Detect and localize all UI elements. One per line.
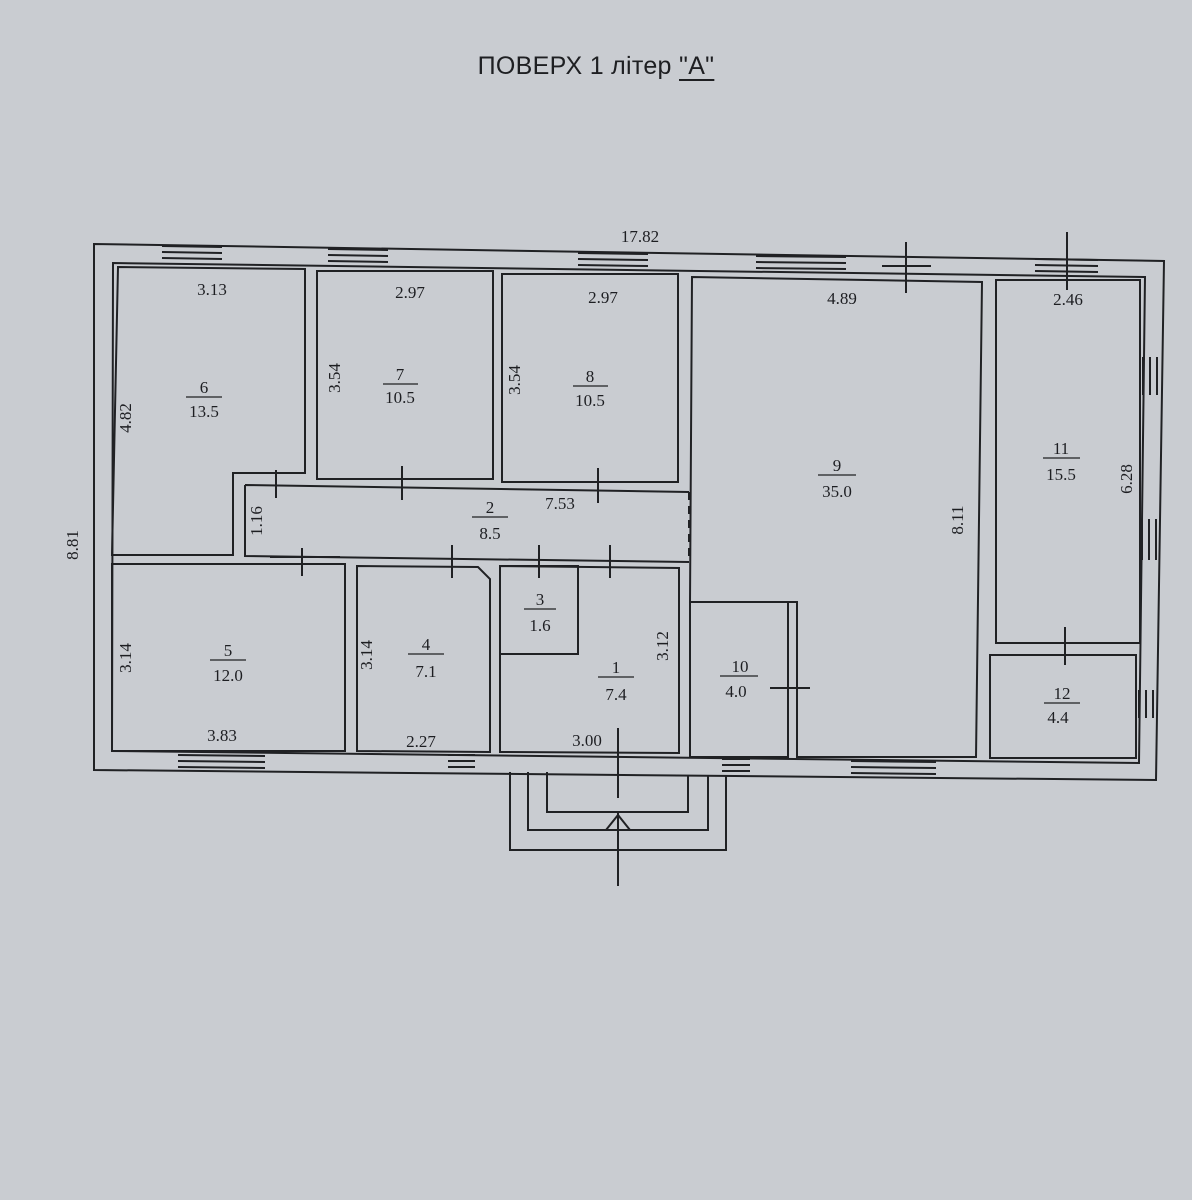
room-10-area: 4.0 [725, 682, 746, 701]
room-5-number: 5 [224, 641, 233, 660]
dim-r11-w: 2.46 [1053, 290, 1083, 309]
dim-r2-h: 1.16 [247, 506, 266, 536]
room-2-number: 2 [486, 498, 495, 517]
dim-r4-h: 3.14 [357, 640, 376, 670]
room-9-number: 9 [833, 456, 842, 475]
room-12-number: 12 [1054, 684, 1071, 703]
room-4-wall [356, 564, 491, 754]
room-5-area: 12.0 [213, 666, 243, 685]
dim-r5-w: 3.83 [207, 726, 237, 745]
room-3-area: 1.6 [529, 616, 550, 635]
dim-r5-h: 3.14 [116, 643, 135, 673]
room-8-wall [501, 273, 679, 483]
overall-width-label: 17.82 [621, 227, 659, 246]
room-11-area: 15.5 [1046, 465, 1076, 484]
room-6-wall [110, 265, 306, 556]
plan-title: ПОВЕРХ 1 літер "А" [0, 52, 1192, 81]
title-letter: "А" [679, 52, 715, 80]
room-7-number: 7 [396, 365, 405, 384]
dim-r2-w: 7.53 [545, 494, 575, 513]
room-12-area: 4.4 [1047, 708, 1069, 727]
dim-r1-w: 3.00 [572, 731, 602, 750]
room-9-area: 35.0 [822, 482, 852, 501]
dim-r4-w: 2.27 [406, 732, 436, 751]
dim-r9-w: 4.89 [827, 289, 857, 308]
entrance-porch [509, 728, 727, 886]
room-5-wall [111, 563, 346, 752]
room-1-wall [499, 564, 680, 755]
overall-depth-label: 8.81 [63, 530, 82, 560]
windows [161, 245, 1158, 775]
door-ticks [236, 232, 1068, 689]
dim-r8-h: 3.54 [505, 365, 524, 395]
room-labels: 6 13.5 7 10.5 8 10.5 9 35.0 11 15.5 2 8.… [186, 365, 1080, 727]
title-prefix: ПОВЕРХ 1 літер [477, 52, 680, 80]
dim-r7-h: 3.54 [325, 363, 344, 393]
dim-r11-h: 6.28 [1117, 464, 1136, 494]
room-3-number: 3 [536, 590, 545, 609]
room-7-area: 10.5 [385, 388, 415, 407]
room-1-number: 1 [612, 658, 621, 677]
room-6-area: 13.5 [189, 402, 219, 421]
room-4-area: 7.1 [415, 662, 436, 681]
room-10-number: 10 [732, 657, 749, 676]
dim-r6-h: 4.82 [116, 403, 135, 433]
outer-wall [93, 242, 1166, 782]
room-10-wall [689, 601, 789, 758]
room-8-number: 8 [586, 367, 595, 386]
dim-r9-h: 8.11 [948, 505, 967, 534]
corridor-2-wall [244, 484, 690, 563]
room-4-number: 4 [422, 635, 431, 654]
room-6-number: 6 [200, 378, 209, 397]
room-3-wall [499, 565, 579, 655]
dim-r6-w: 3.13 [197, 280, 227, 299]
dim-r1-h: 3.12 [653, 631, 672, 661]
dim-r8-w: 2.97 [588, 288, 618, 307]
room-1-area: 7.4 [605, 685, 627, 704]
room-2-area: 8.5 [479, 524, 500, 543]
room-12-wall [989, 654, 1137, 759]
room-7-wall [316, 270, 494, 480]
room-8-area: 10.5 [575, 391, 605, 410]
room-11-number: 11 [1053, 439, 1069, 458]
dim-r7-w: 2.97 [395, 283, 425, 302]
room-11-wall [995, 279, 1141, 644]
dimension-labels: 17.82 8.81 3.13 4.82 2.97 3.54 2.97 3.54… [63, 227, 1136, 751]
